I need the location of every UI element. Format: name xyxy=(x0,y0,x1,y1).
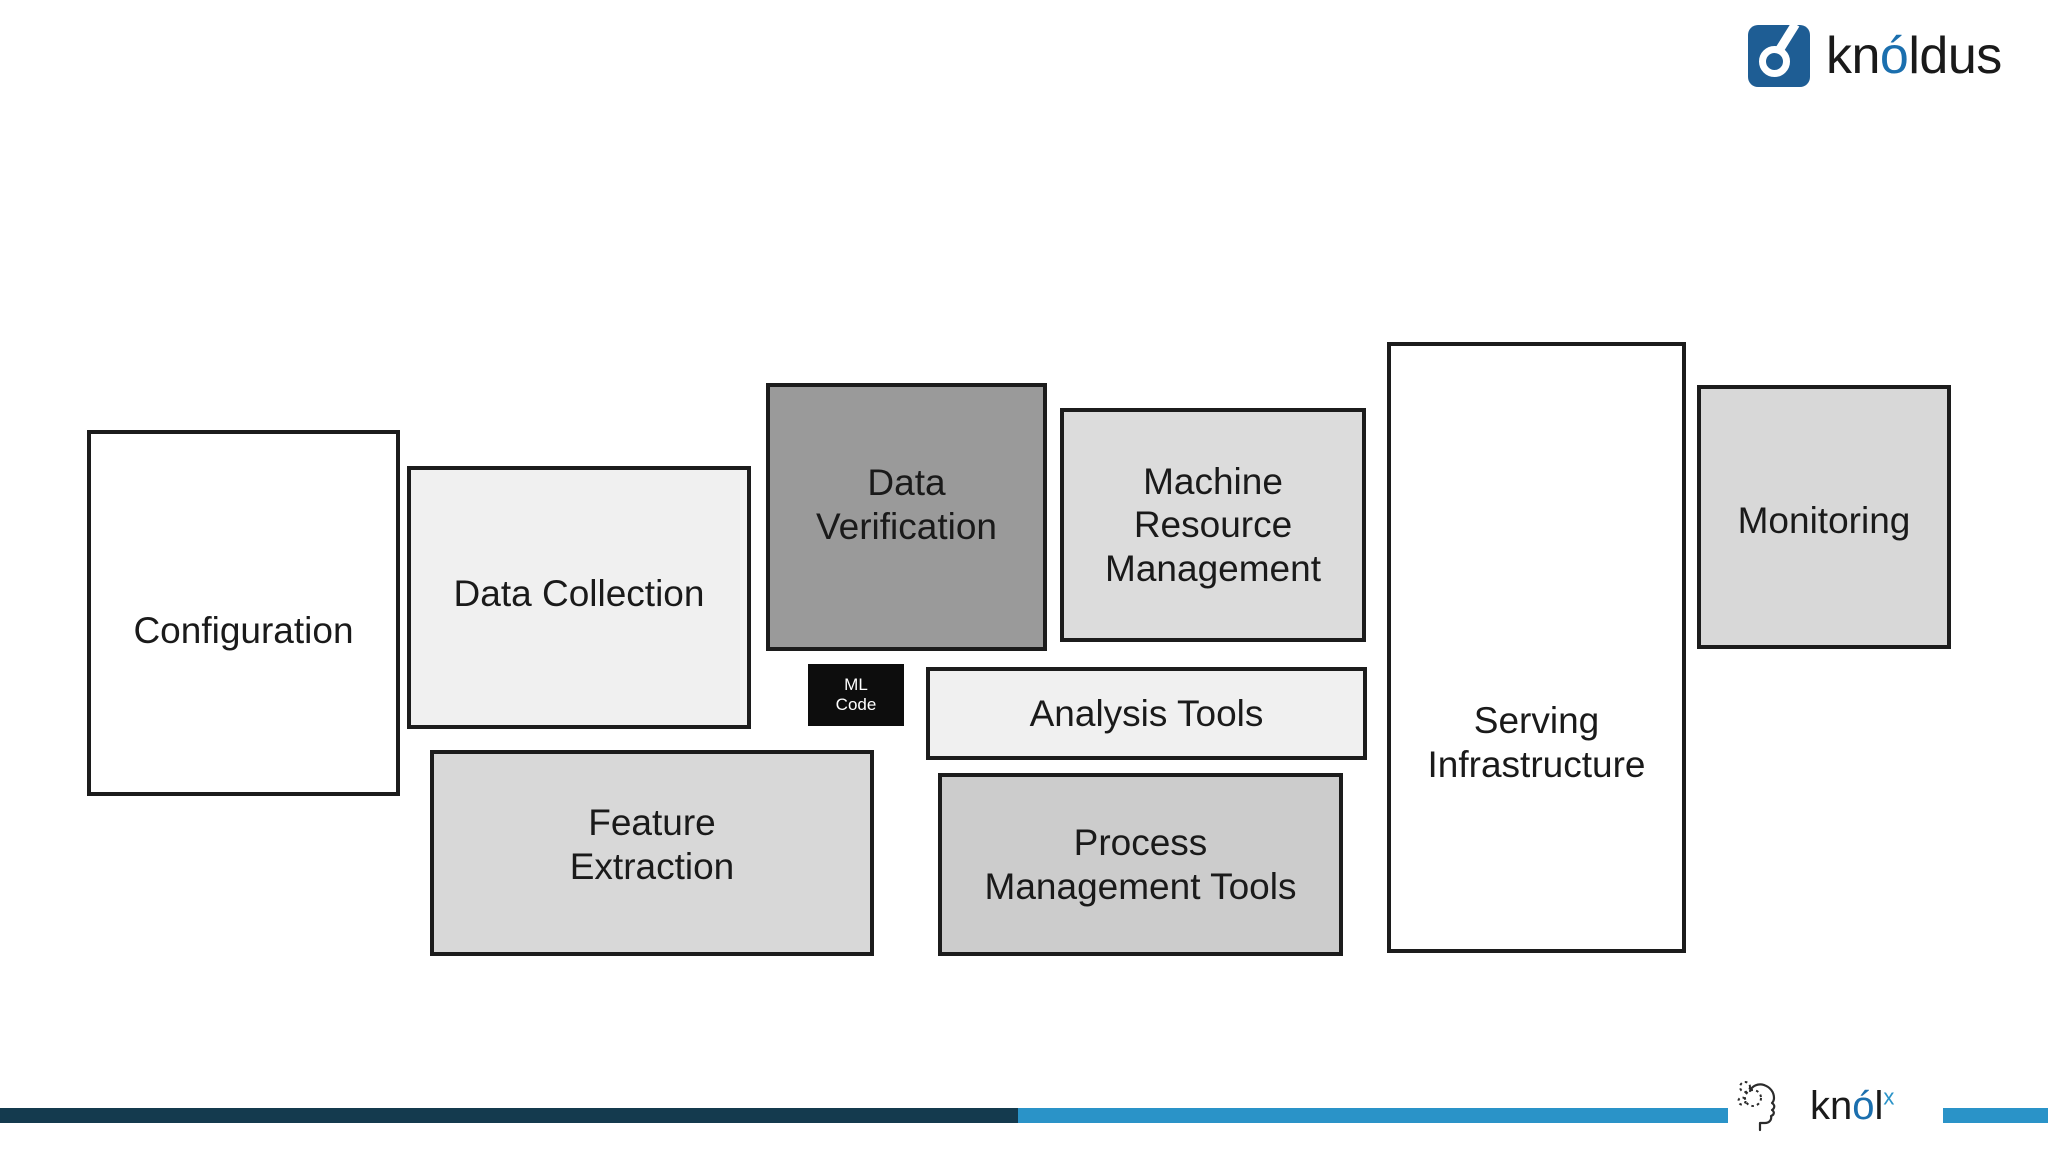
diagram-box-label: ML Code xyxy=(835,674,877,714)
diagram-box-process-management-tools: Process Management Tools xyxy=(938,773,1343,956)
knolx-word-before: kn xyxy=(1810,1084,1853,1128)
diagram-box-label: Data Verification xyxy=(816,462,997,547)
diagram-box-configuration: Configuration xyxy=(87,430,400,796)
diagram-box-feature-extraction: Feature Extraction xyxy=(430,750,874,956)
diagram-box-data-collection: Data Collection xyxy=(407,466,751,729)
knolx-wordmark: knólx xyxy=(1810,1086,1894,1126)
diagram-box-serving-infrastructure: Serving Infrastructure xyxy=(1387,342,1686,953)
footer-bar-left-segment xyxy=(0,1108,1018,1123)
diagram-box-label: Configuration xyxy=(133,610,354,652)
knoldus-wordmark: knóldus xyxy=(1826,30,2002,82)
knoldus-circle-mark-icon xyxy=(1748,25,1810,87)
knoldus-mark-ring xyxy=(1759,46,1790,77)
knoldus-word-before: kn xyxy=(1826,27,1880,85)
diagram-box-analysis-tools: Analysis Tools xyxy=(926,667,1367,760)
diagram-box-monitoring: Monitoring xyxy=(1697,385,1951,649)
diagram-box-label: Data Collection xyxy=(453,572,705,614)
diagram-box-label: Process Management Tools xyxy=(984,821,1297,907)
diagram-box-label: Machine Resource Management xyxy=(1105,460,1321,589)
knolx-word-after: l xyxy=(1874,1084,1884,1128)
head-profile-with-gears-icon xyxy=(1737,1081,1776,1132)
diagram-box-label: Analysis Tools xyxy=(1029,692,1264,734)
diagram-box-data-verification: Data Verification xyxy=(766,383,1047,651)
diagram-box-ml-code: ML Code xyxy=(808,664,904,726)
knolx-superscript: x xyxy=(1883,1084,1895,1110)
knoldus-logo: knóldus xyxy=(1748,23,2002,89)
diagram-box-machine-resource-management: Machine Resource Management xyxy=(1060,408,1366,642)
knolx-word-accent: ó xyxy=(1852,1084,1875,1128)
diagram-box-label: Feature Extraction xyxy=(569,802,735,887)
diagram-box-label: Serving Infrastructure xyxy=(1427,699,1646,785)
knoldus-word-after: ldus xyxy=(1908,27,2002,85)
knoldus-word-accent: ó xyxy=(1879,27,1909,85)
knolx-logo: knólx xyxy=(1728,1065,1943,1147)
diagram-box-label: Monitoring xyxy=(1737,500,1911,542)
